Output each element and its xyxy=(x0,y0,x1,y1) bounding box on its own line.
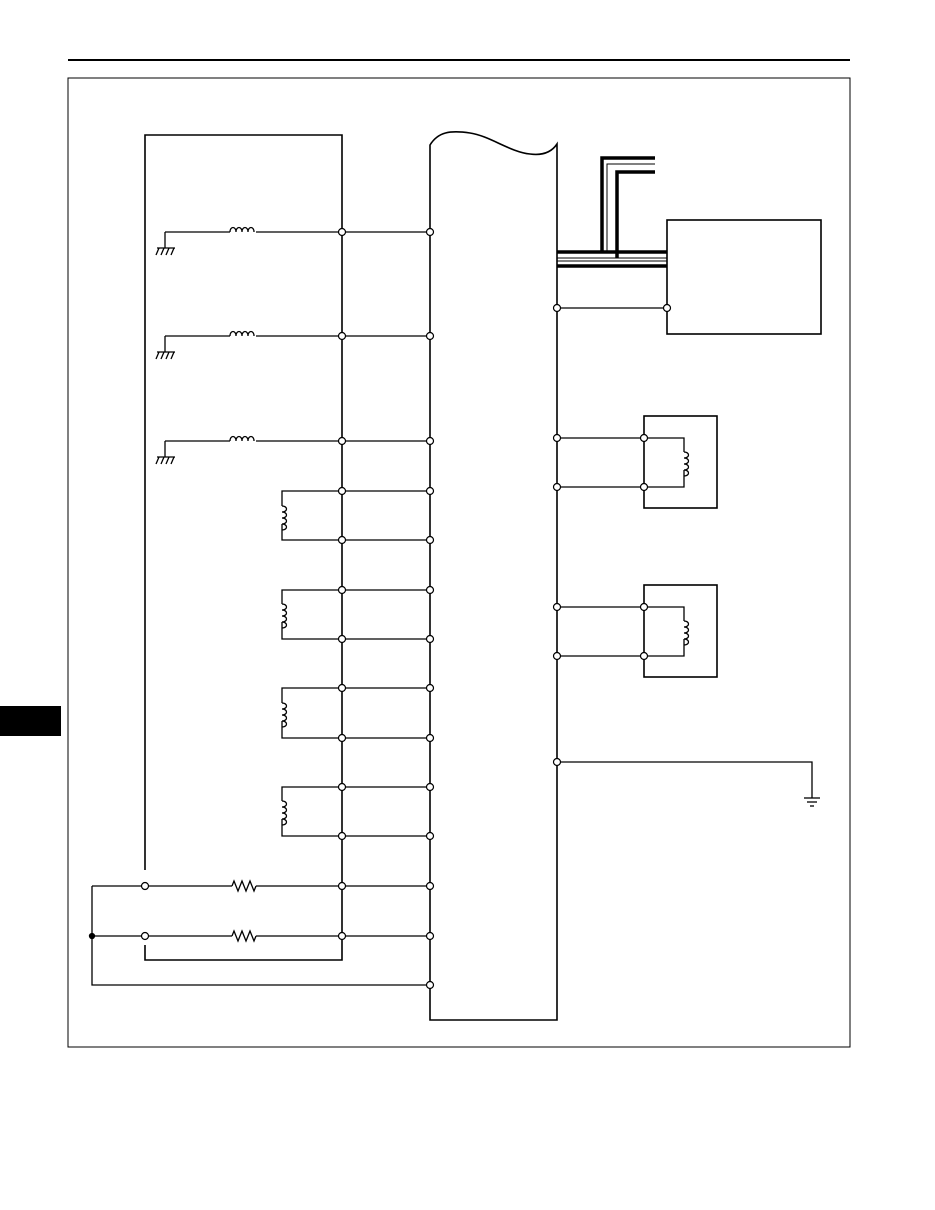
return-wire xyxy=(88,886,430,986)
inductor-icon xyxy=(229,330,255,337)
coil-icon xyxy=(281,505,288,531)
inductor-icon xyxy=(229,435,255,442)
ground-icon xyxy=(155,335,176,360)
section-tab-marker xyxy=(0,706,61,736)
sensor-2 xyxy=(557,584,718,678)
coil-icon xyxy=(683,451,690,477)
header-rule xyxy=(68,59,850,61)
solenoid-circuit-3 xyxy=(155,435,430,465)
terminals xyxy=(140,227,672,990)
sensor-1 xyxy=(557,415,718,509)
solenoid-circuit-1 xyxy=(155,226,430,256)
coil-icon xyxy=(281,603,288,629)
body-ground xyxy=(557,761,820,807)
ground-icon xyxy=(155,231,176,256)
inductor-icon xyxy=(229,226,255,233)
coil-icon xyxy=(281,800,288,826)
central-unit xyxy=(429,130,558,1021)
left-component xyxy=(144,134,343,961)
ground-icon xyxy=(155,440,176,465)
coil-icon xyxy=(281,702,288,728)
solenoid-circuit-2 xyxy=(155,330,430,360)
coil-icon xyxy=(683,620,690,646)
resistor-icon xyxy=(231,880,257,892)
coil-pair-3 xyxy=(281,687,430,739)
diagram-frame xyxy=(67,77,851,1048)
shield-cable-icon xyxy=(557,156,667,268)
right-module xyxy=(557,219,822,335)
coil-pair-4 xyxy=(281,786,430,837)
coil-pair-2 xyxy=(281,589,430,640)
coil-pair-1 xyxy=(281,490,430,541)
resistor-icon xyxy=(231,930,257,942)
